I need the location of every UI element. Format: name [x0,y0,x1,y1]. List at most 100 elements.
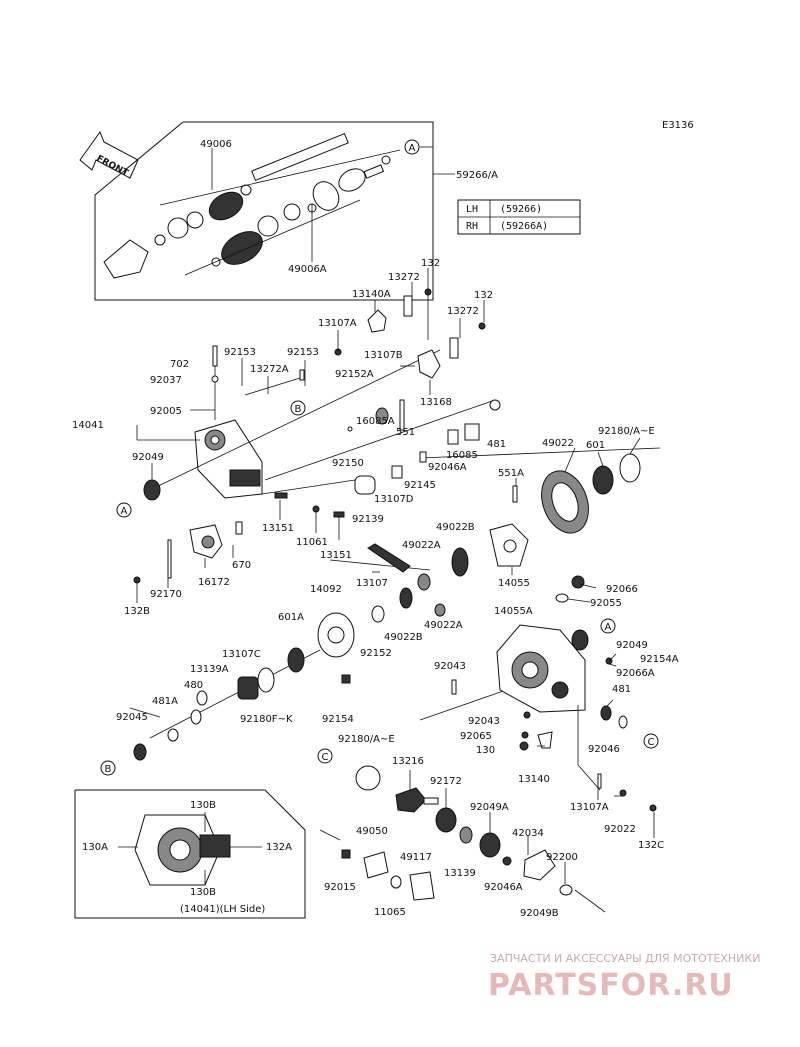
label-13140a: 13140A [352,289,391,300]
label-13107a-b: 13107A [570,802,609,813]
label-481-a: 481 [487,439,506,450]
label-49022a-b: 49022A [424,620,463,631]
label-92065: 92065 [460,731,492,742]
label-92150: 92150 [332,458,364,469]
label-11061: 11061 [296,537,328,548]
label-13107: 13107 [356,578,388,589]
label-551: 551 [396,427,415,438]
label-49006a: 49006A [288,264,327,275]
label-92046: 92046 [588,744,620,755]
label-49022: 49022 [542,438,574,449]
cover-parts [133,479,243,584]
label-92170: 92170 [150,589,182,600]
label-92152a: 92152A [335,369,374,380]
label-13107d: 13107D [374,494,414,505]
label-42034: 42034 [512,828,544,839]
label-130b-bottom: 130B [190,887,216,898]
label-132-b: 132 [474,290,493,301]
label-92022: 92022 [604,824,636,835]
label-130: 130 [476,745,495,756]
ring-gear-49022 [541,453,641,534]
table-part-rh: (59266A) [500,221,548,232]
callout-b-left: B [105,764,112,775]
label-13272a: 13272A [250,364,289,375]
label-13168: 13168 [420,397,452,408]
label-92046a-b: 92046A [484,882,523,893]
table-side-rh: RH [466,221,478,232]
callout-a-right: A [605,622,612,633]
label-551a: 551A [498,468,524,479]
label-49117: 49117 [400,852,432,863]
label-132c: 132C [638,840,664,851]
label-13272-a: 13272 [388,272,420,283]
side-table: LH (59266) RH (59266A) [457,199,581,235]
label-92043-a: 92043 [434,661,466,672]
label-92066a: 92066A [616,668,655,679]
table-part-lh: (59266) [500,204,542,215]
watermark: ЗАПЧАСТИ И АКСЕССУАРЫ ДЛЯ МОТОТЕХНИКИ PA… [488,952,760,1003]
label-92049b: 92049B [520,908,559,919]
left-side-parts [133,690,208,761]
label-92180ae: 92180/A~E [598,426,655,437]
label-13151-a: 13151 [262,523,294,534]
label-92049a: 92049A [470,802,509,813]
inset-box: (14041)(LH Side) [74,789,306,919]
leader-lines [129,146,655,884]
label-92015: 92015 [324,882,356,893]
diagram-code: E3136 [662,120,694,131]
label-92049-b: 92049 [616,640,648,651]
drive-shaft-assembly-box [94,121,455,301]
label-92154: 92154 [322,714,354,725]
label-92154a: 92154A [640,654,679,665]
label-92043-b: 92043 [468,716,500,727]
front-arrow-icon: FRONT [79,130,139,179]
pinion-parts [319,765,606,913]
label-13107c: 13107C [222,649,261,660]
label-13272-b: 13272 [447,306,479,317]
label-92045: 92045 [116,712,148,723]
label-14055a: 14055A [494,606,533,617]
label-132a: 132A [266,842,292,853]
label-92049-a: 92049 [132,452,164,463]
label-670: 670 [232,560,251,571]
label-13151-b: 13151 [320,550,352,561]
label-49022b-b: 49022B [384,632,423,643]
label-16172: 16172 [198,577,230,588]
label-13216: 13216 [392,756,424,767]
label-702: 702 [170,359,189,370]
label-16085a: 16085A [356,416,395,427]
label-92180ae-b: 92180/A~E [338,734,395,745]
callout-c-lower: C [322,752,329,763]
label-132b: 132B [124,606,150,617]
label-92180fk: 92180F~K [240,714,293,725]
label-92139: 92139 [352,514,384,525]
label-16085: 16085 [446,450,478,461]
label-92066: 92066 [606,584,638,595]
label-13140: 13140 [518,774,550,785]
shift-parts [274,288,518,518]
callout-markers: A B A A C B C [100,139,659,776]
label-92145: 92145 [404,480,436,491]
label-13139a: 13139A [190,664,229,675]
differential-parts [237,523,585,700]
label-481-b: 481 [612,684,631,695]
label-14041: 14041 [72,420,104,431]
drive-shaft-parts [103,132,401,279]
label-601a: 601A [278,612,304,623]
label-130b-top: 130B [190,800,216,811]
label-92055: 92055 [590,598,622,609]
label-601: 601 [586,440,605,451]
label-14055: 14055 [498,578,530,589]
label-14092: 14092 [310,584,342,595]
label-59266a: 59266/A [456,170,498,181]
label-92005: 92005 [150,406,182,417]
label-13107a: 13107A [318,318,357,329]
label-11065: 11065 [374,907,406,918]
label-92200: 92200 [546,852,578,863]
inset-caption: (14041)(LH Side) [180,904,265,915]
label-49022a-a: 49022A [402,540,441,551]
label-92172: 92172 [430,776,462,787]
label-481a: 481A [152,696,178,707]
label-13139: 13139 [444,868,476,879]
